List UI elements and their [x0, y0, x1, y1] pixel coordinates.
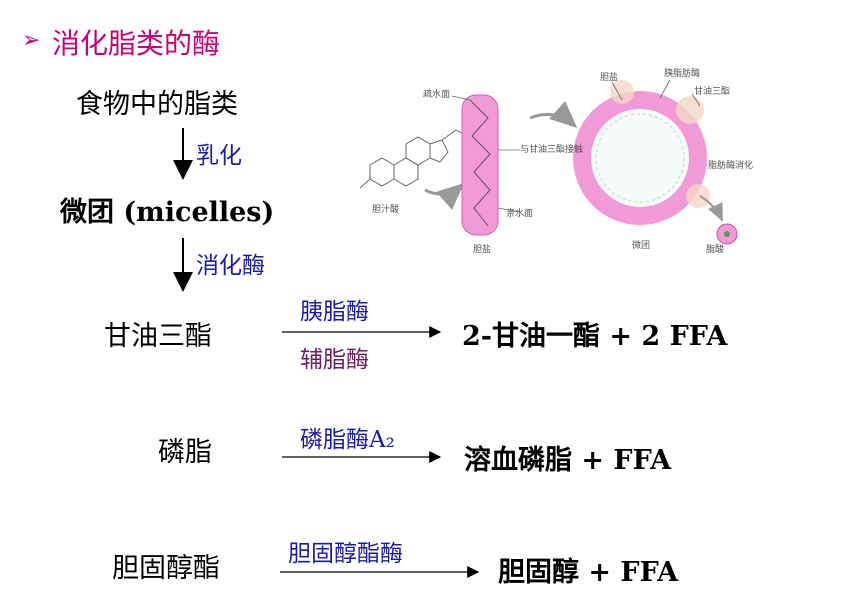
process-arrow: [424, 183, 465, 210]
fig-label: 与甘油三酯接触: [520, 143, 583, 155]
bile-acid-structure: [359, 129, 471, 189]
reaction-substrate: 甘油三酯: [104, 321, 212, 352]
reaction-enzyme-top: 磷脂酶A₂: [300, 427, 395, 453]
fig-label: 胆盐: [600, 71, 618, 83]
digest-enzyme-label: 消化酶: [196, 253, 265, 279]
reaction-product: 溶血磷脂 + FFA: [464, 445, 672, 476]
emulsify-label: 乳化: [196, 143, 242, 169]
reaction-enzyme-top: 胆固醇酯酶: [288, 541, 403, 567]
reaction-enzyme-top: 胰脂酶: [300, 299, 369, 325]
fig-label: 微团: [632, 239, 650, 251]
fig-label: 疏水面: [423, 88, 450, 100]
fig-label: 甘油三酯: [694, 85, 730, 97]
food-fat-label: 食物中的脂类: [76, 89, 238, 120]
fig-label: 胆汁酸: [372, 203, 399, 215]
reaction-substrate: 磷脂: [158, 437, 212, 468]
fig-label: 胆盐: [473, 243, 491, 255]
reaction-enzyme-bottom: 辅脂酶: [300, 347, 369, 373]
reaction-substrate: 胆固醇酯: [112, 553, 220, 584]
fig-label: 胰脂肪酶: [664, 67, 700, 79]
reaction-product: 胆固醇 + FFA: [498, 557, 679, 588]
bullet-arrow-icon: ➢: [22, 28, 41, 53]
bile-salt-column: [461, 94, 499, 236]
reaction-product: 2-甘油一酯 + 2 FFA: [462, 321, 728, 352]
page-title: 消化脂类的酶: [52, 27, 221, 60]
micelle-ring: [573, 80, 710, 225]
process-arrow: [699, 195, 723, 222]
process-arrow: [529, 101, 578, 129]
micelle-label: 微团 (micelles): [60, 197, 275, 228]
fig-label: 亲水面: [506, 207, 533, 219]
fig-label: 脂酸: [706, 243, 724, 255]
fig-label: 脂肪酶消化: [708, 159, 753, 171]
